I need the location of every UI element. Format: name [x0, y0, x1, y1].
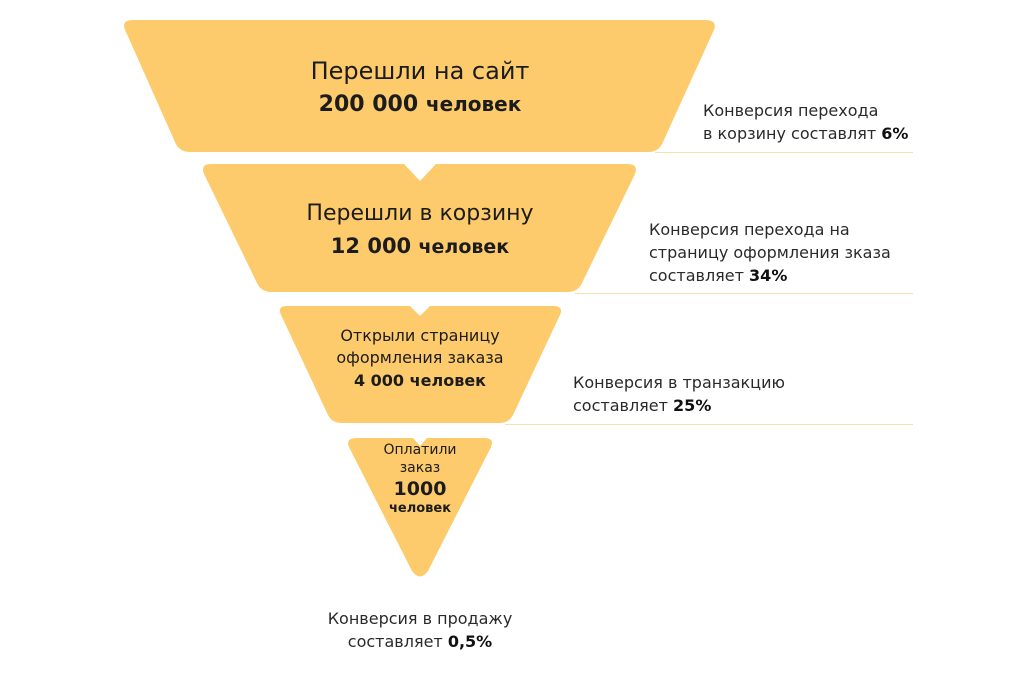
tier-2-count: 12 000 человек — [330, 234, 510, 258]
funnel-tier-4-shape — [348, 438, 492, 577]
divider-1 — [655, 152, 913, 153]
tier-3-label-line2: оформления заказа — [336, 348, 504, 367]
conversion-3-percent: 25% — [673, 396, 712, 415]
conversion-4-line1: Конверсия в продажу — [327, 609, 513, 628]
divider-2 — [575, 293, 913, 294]
tier-4-count: 1000 — [393, 478, 447, 500]
divider-3 — [505, 424, 913, 425]
funnel-tier-2-shape — [203, 164, 636, 292]
conversion-1-percent: 6% — [881, 124, 909, 143]
tier-4-unit: человек — [388, 501, 452, 516]
conversion-1-line2: в корзину составлят 6% — [703, 124, 909, 143]
tier-1-label: Перешли на сайт — [310, 57, 530, 85]
tier-3-count: 4 000 человек — [353, 371, 487, 390]
tier-2-label: Перешли в корзину — [306, 201, 534, 226]
conversion-3: Конверсия в транзакцию составляет 25% — [573, 371, 785, 417]
conversion-3-line2: составляет 25% — [573, 396, 712, 415]
conversion-3-line1: Конверсия в транзакцию — [573, 373, 785, 392]
conversion-4-percent: 0,5% — [447, 632, 493, 651]
funnel-tier-1: Перешли на сайт 200 000 человек — [220, 54, 620, 121]
tier-4-label-line2: заказ — [399, 460, 441, 476]
conversion-2-line2: страницу оформления зказа — [649, 243, 891, 262]
conversion-1: Конверсия перехода в корзину составлят 6… — [703, 99, 908, 145]
tier-4-label-line1: Оплатили — [383, 442, 457, 458]
funnel-tier-2: Перешли в корзину 12 000 человек — [240, 198, 600, 263]
conversion-1-line1: Конверсия перехода — [703, 101, 879, 120]
conversion-4: Конверсия в продажу составляет 0,5% — [300, 607, 540, 653]
funnel-tier-4: Оплатили заказ 1000 человек — [360, 441, 480, 517]
funnel-tier-3-shape — [279, 306, 561, 423]
funnel-tier-3: Открыли страницу оформления заказа 4 000… — [295, 325, 545, 393]
conversion-2-line1: Конверсия перехода на — [649, 220, 850, 239]
tier-3-label-line1: Открыли страницу — [340, 326, 500, 345]
conversion-4-line2: составляет 0,5% — [347, 632, 493, 651]
funnel-tier-1-shape — [124, 20, 715, 152]
tier-1-count: 200 000 человек — [318, 92, 522, 117]
conversion-2: Конверсия перехода на страницу оформлени… — [649, 218, 891, 287]
conversion-2-line3: составляет 34% — [649, 266, 788, 285]
conversion-2-percent: 34% — [749, 266, 788, 285]
